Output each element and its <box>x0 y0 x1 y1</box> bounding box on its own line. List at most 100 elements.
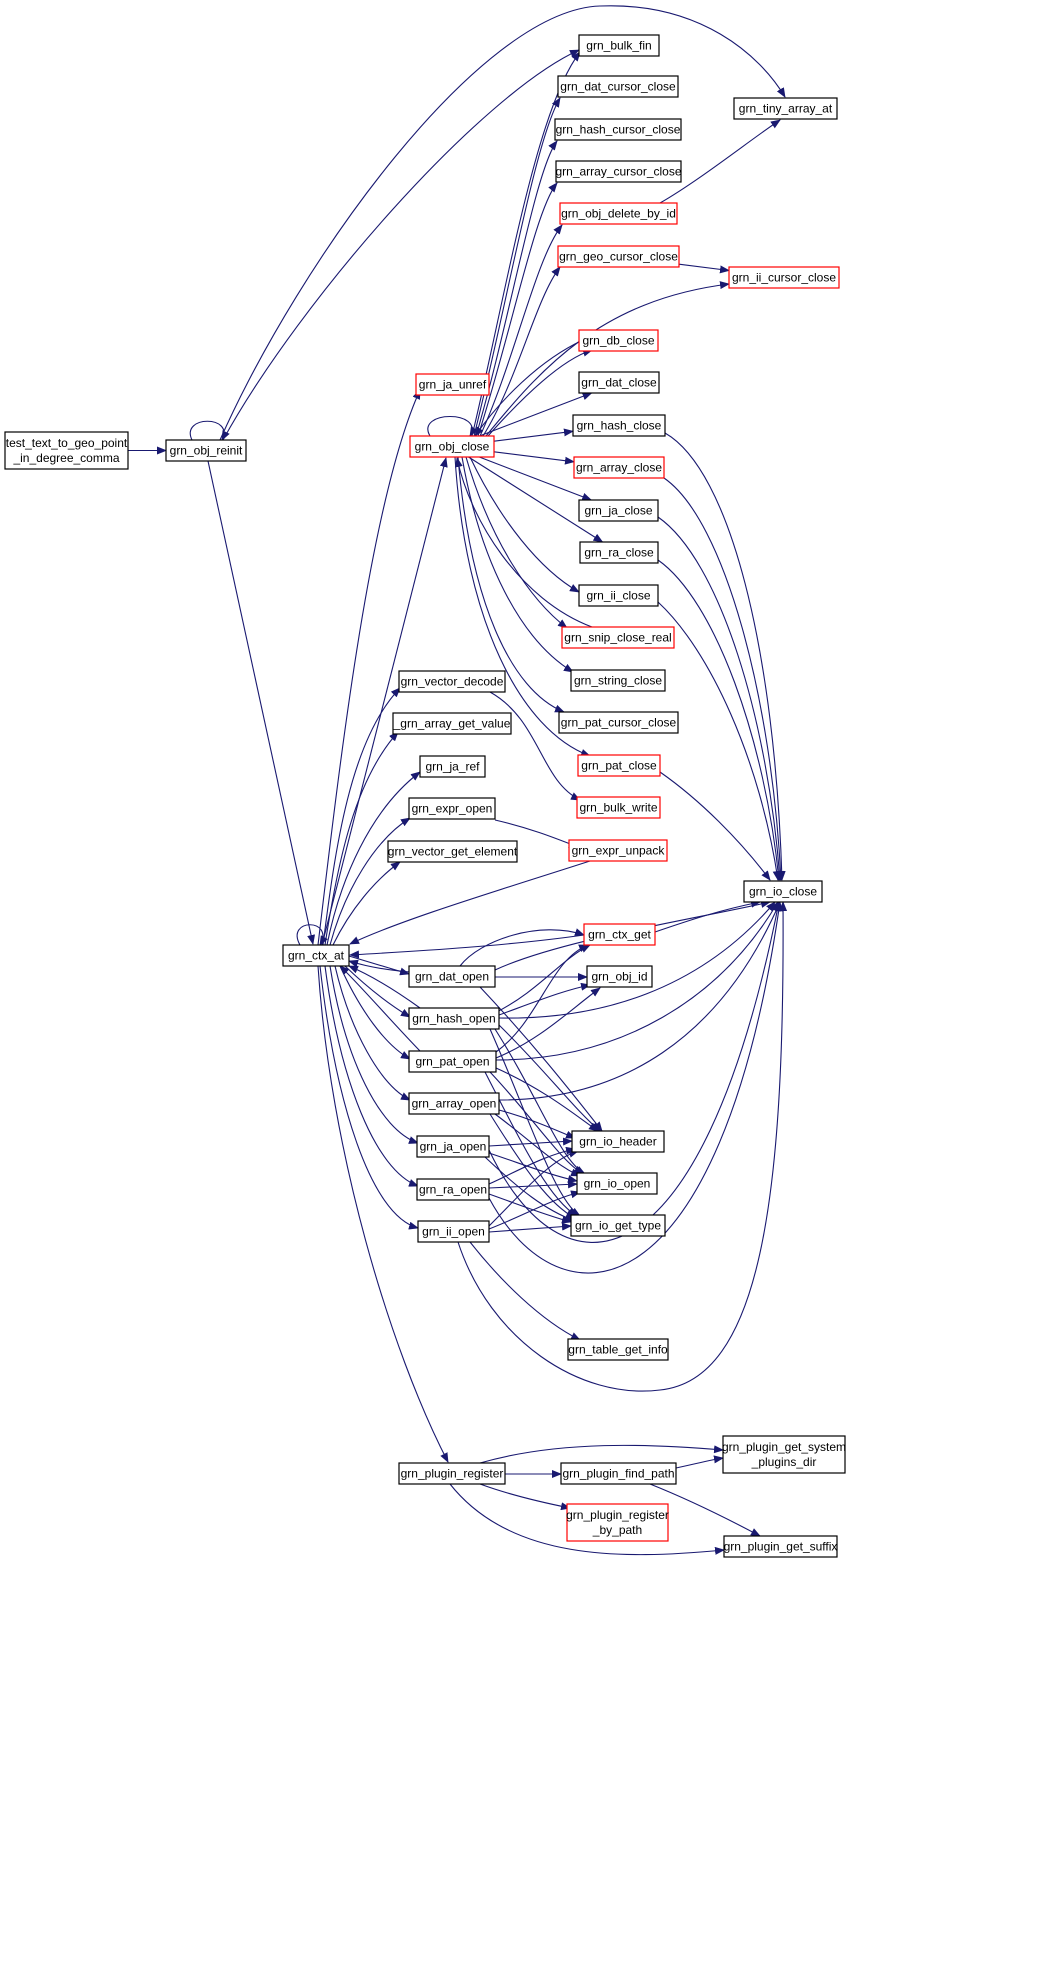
node-box <box>722 1435 846 1474</box>
node-hash-cursor-close[interactable]: grn_hash_cursor_close <box>554 118 682 141</box>
node-box <box>416 1135 490 1158</box>
edges-layer <box>128 5 788 1556</box>
node-box <box>554 118 682 141</box>
edge-array_open-to-io_get_type <box>489 1113 576 1219</box>
node-array-close[interactable]: grn_array_close <box>573 456 665 479</box>
edge-obj_delete_by_id-to-tiny_array_at <box>659 119 781 204</box>
node-label: grn_dat_open <box>415 970 489 984</box>
edge-obj_close-to-ii_close <box>469 456 580 593</box>
node-io-open[interactable]: grn_io_open <box>576 1172 658 1195</box>
edge-ra_close-to-io_close <box>657 559 783 881</box>
node-string-close[interactable]: grn_string_close <box>570 669 666 692</box>
node-expr-open[interactable]: grn_expr_open <box>408 797 496 820</box>
edge-reinit-to-tiny_array_at <box>219 5 786 441</box>
edge-obj_close-to-string_close <box>461 456 574 673</box>
node-box <box>557 75 679 98</box>
node-io-close[interactable]: grn_io_close <box>743 880 823 903</box>
node-box <box>409 435 495 458</box>
node-plugin-register-by-path[interactable]: grn_plugin_register_by_path <box>566 1503 669 1542</box>
node-box <box>560 1462 677 1485</box>
node-pat-open[interactable]: grn_pat_open <box>408 1050 497 1073</box>
edge-ctx_at-to-ja_ref <box>326 771 421 946</box>
node-label: grn_vector_get_element <box>388 845 518 859</box>
edge-ctx_at-to-vector_decode <box>322 687 401 946</box>
node-array-open[interactable]: grn_array_open <box>408 1092 500 1115</box>
edge-array_open-to-io_header <box>498 1109 576 1139</box>
node-plugin-find-path[interactable]: grn_plugin_find_path <box>560 1462 677 1485</box>
node-plugin-get-suffix[interactable]: grn_plugin_get_suffix <box>723 1535 838 1558</box>
node-label: grn_ctx_at <box>288 949 345 963</box>
node-box <box>398 1462 506 1485</box>
node-vector-decode[interactable]: grn_vector_decode <box>398 670 506 693</box>
node-box <box>578 329 659 352</box>
edge-ctx_at-to-ja_open <box>329 965 419 1144</box>
node-hash-open[interactable]: grn_hash_open <box>408 1007 500 1030</box>
node-tiny-array-at[interactable]: grn_tiny_array_at <box>733 97 838 120</box>
node-box <box>558 711 679 734</box>
node-label: grn_obj_id <box>591 970 647 984</box>
node-ja-close[interactable]: grn_ja_close <box>578 499 659 522</box>
edge-ctx_get-to-io_close <box>654 899 761 933</box>
node-hash-close[interactable]: grn_hash_close <box>572 414 666 437</box>
node-bulk-write[interactable]: grn_bulk_write <box>576 796 661 819</box>
edge-ra_open-to-io_open <box>488 1180 578 1189</box>
node-box <box>576 1172 658 1195</box>
node-ja-open[interactable]: grn_ja_open <box>416 1135 490 1158</box>
node-ja-unref[interactable]: grn_ja_unref <box>415 373 490 396</box>
node-ii-open[interactable]: grn_ii_open <box>417 1220 490 1243</box>
node-ra-close[interactable]: grn_ra_close <box>579 541 659 564</box>
edge-ctx_at-to-array_open <box>334 965 411 1101</box>
node-obj-delete-by-id[interactable]: grn_obj_delete_by_id <box>559 202 678 225</box>
node-label: grn_ra_open <box>419 1183 487 1197</box>
node-plugin-register[interactable]: grn_plugin_register <box>398 1462 506 1485</box>
edge-ii_open-to-table_get_info <box>469 1241 581 1341</box>
node-obj-id[interactable]: grn_obj_id <box>586 965 653 988</box>
node-snip-close-real[interactable]: grn_snip_close_real <box>561 626 675 649</box>
edge-obj_close-to-pat_close <box>454 456 591 757</box>
node-array-get-value[interactable]: _grn_array_get_value <box>392 712 512 735</box>
edge-pat_open-to-obj_id <box>495 987 601 1059</box>
node-label: grn_io_get_type <box>575 1219 661 1233</box>
node-ja-ref[interactable]: grn_ja_ref <box>419 755 486 778</box>
node-ctx-at[interactable]: grn_ctx_at <box>282 944 350 967</box>
edge-obj_close-to-array_cursor_close <box>477 182 558 437</box>
node-box <box>576 796 661 819</box>
node-table-get-info[interactable]: grn_table_get_info <box>567 1338 669 1361</box>
node-expr-unpack[interactable]: grn_expr_unpack <box>568 839 668 862</box>
node-label: grn_array_cursor_close <box>555 165 681 179</box>
node-label: grn_expr_open <box>412 802 493 816</box>
node-ii-cursor-close[interactable]: grn_ii_cursor_close <box>728 266 840 289</box>
node-plugin-get-system-plugins-dir[interactable]: grn_plugin_get_system_plugins_dir <box>722 1435 846 1474</box>
node-label: grn_tiny_array_at <box>739 102 833 116</box>
edge-ja_close-to-io_close <box>657 516 784 881</box>
node-label: grn_ii_open <box>422 1225 485 1239</box>
node-array-cursor-close[interactable]: grn_array_cursor_close <box>555 160 682 183</box>
node-label: grn_hash_close <box>577 419 662 433</box>
edge-vector_decode-to-bulk_write <box>489 691 581 801</box>
node-pat-cursor-close[interactable]: grn_pat_cursor_close <box>558 711 679 734</box>
node-obj-close[interactable]: grn_obj_close <box>409 435 495 458</box>
node-dat-close[interactable]: grn_dat_close <box>578 371 660 394</box>
node-ii-close[interactable]: grn_ii_close <box>578 584 659 607</box>
node-label: grn_db_close <box>582 334 654 348</box>
node-bulk-fin[interactable]: grn_bulk_fin <box>578 34 660 57</box>
node-db-close[interactable]: grn_db_close <box>578 329 659 352</box>
node-box <box>557 245 680 268</box>
node-pat-close[interactable]: grn_pat_close <box>577 754 661 777</box>
node-dat-cursor-close[interactable]: grn_dat_cursor_close <box>557 75 679 98</box>
node-root[interactable]: test_text_to_geo_point_in_degree_comma <box>4 431 129 470</box>
edge-array_close-to-io_close <box>663 477 785 881</box>
node-io-header[interactable]: grn_io_header <box>571 1130 665 1153</box>
node-ra-open[interactable]: grn_ra_open <box>416 1178 490 1201</box>
node-dat-open[interactable]: grn_dat_open <box>408 965 496 988</box>
edge-ctx_at-to-obj_close <box>321 457 448 946</box>
node-io-get-type[interactable]: grn_io_get_type <box>570 1214 666 1237</box>
node-ctx-get[interactable]: grn_ctx_get <box>583 923 656 946</box>
edge-ctx_at-to-ii_open <box>319 965 419 1230</box>
node-vector-get-element[interactable]: grn_vector_get_element <box>387 840 518 863</box>
edge-obj_close-to-dat_close <box>479 392 593 437</box>
node-geo-cursor-close[interactable]: grn_geo_cursor_close <box>557 245 680 268</box>
node-reinit[interactable]: grn_obj_reinit <box>165 439 247 462</box>
edge-pat_open-to-io_open <box>489 1071 584 1175</box>
node-box <box>723 1535 838 1558</box>
